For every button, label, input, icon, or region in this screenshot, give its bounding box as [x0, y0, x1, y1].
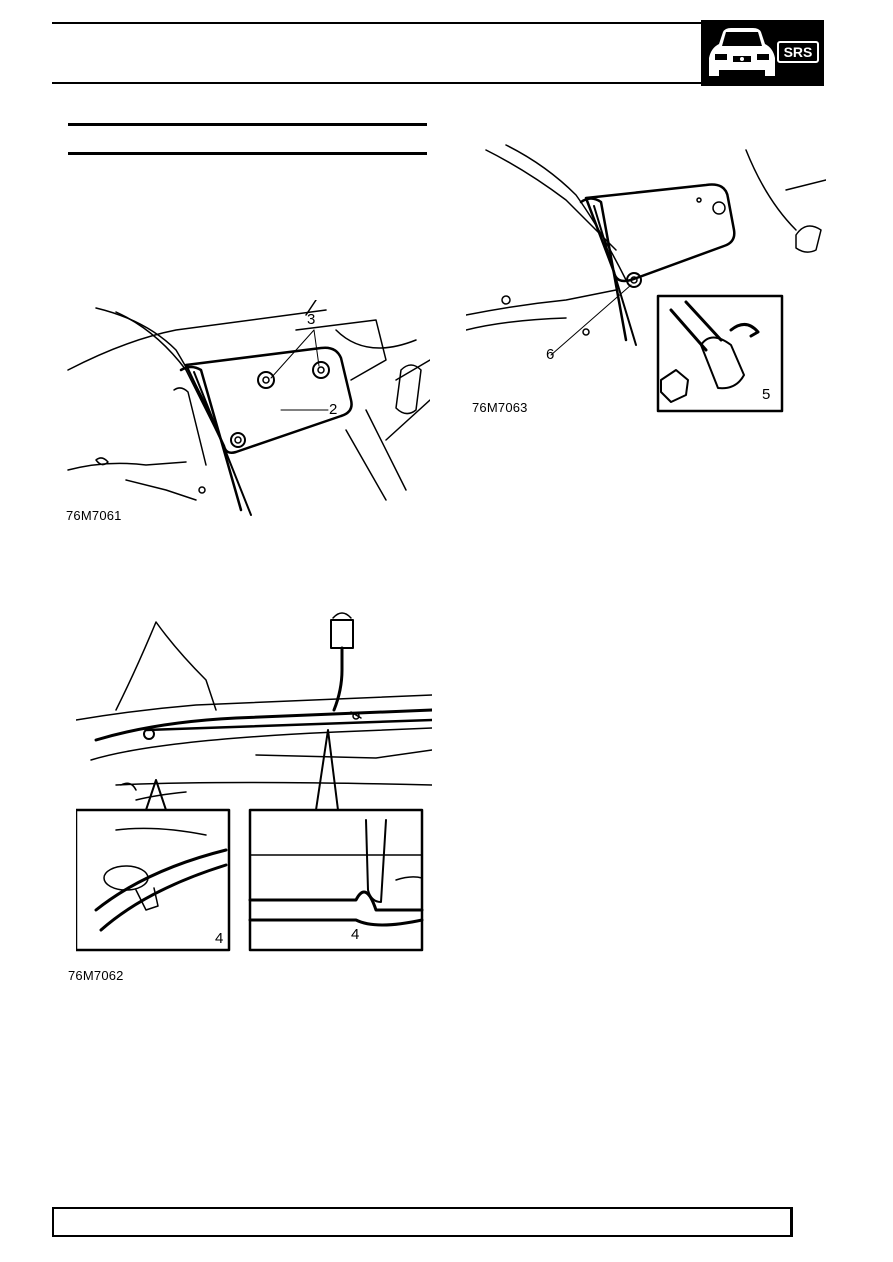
figure-caption: 76M7063: [472, 400, 528, 415]
callout-4-left: 4: [215, 930, 224, 947]
callout-2: 2: [329, 401, 338, 418]
footer-box: [52, 1207, 793, 1237]
callout-4-right: 4: [351, 926, 360, 943]
figure-gas-strut: 6 5: [466, 140, 826, 415]
hinge-illustration: [67, 300, 430, 516]
badge-label: SRS: [783, 44, 813, 60]
figure-caption: 76M7062: [68, 968, 124, 983]
car-front-icon: [709, 28, 819, 76]
srs-badge: SRS: [701, 20, 824, 86]
section-rule-top: [68, 123, 427, 126]
harness-illustration: [76, 612, 432, 952]
figure-harness-clips: 4 4: [76, 610, 432, 955]
figure-caption: 76M7061: [66, 508, 122, 523]
section-rule-bottom: [68, 152, 427, 155]
callout-3: 3: [307, 311, 316, 328]
figure-hinge-bolts: 3 2: [66, 300, 430, 520]
header-bottom-rule: [52, 82, 702, 84]
callout-6: 6: [546, 346, 555, 363]
callout-5: 5: [762, 386, 771, 403]
header-top-rule: [52, 22, 702, 24]
strut-illustration: [466, 144, 826, 413]
